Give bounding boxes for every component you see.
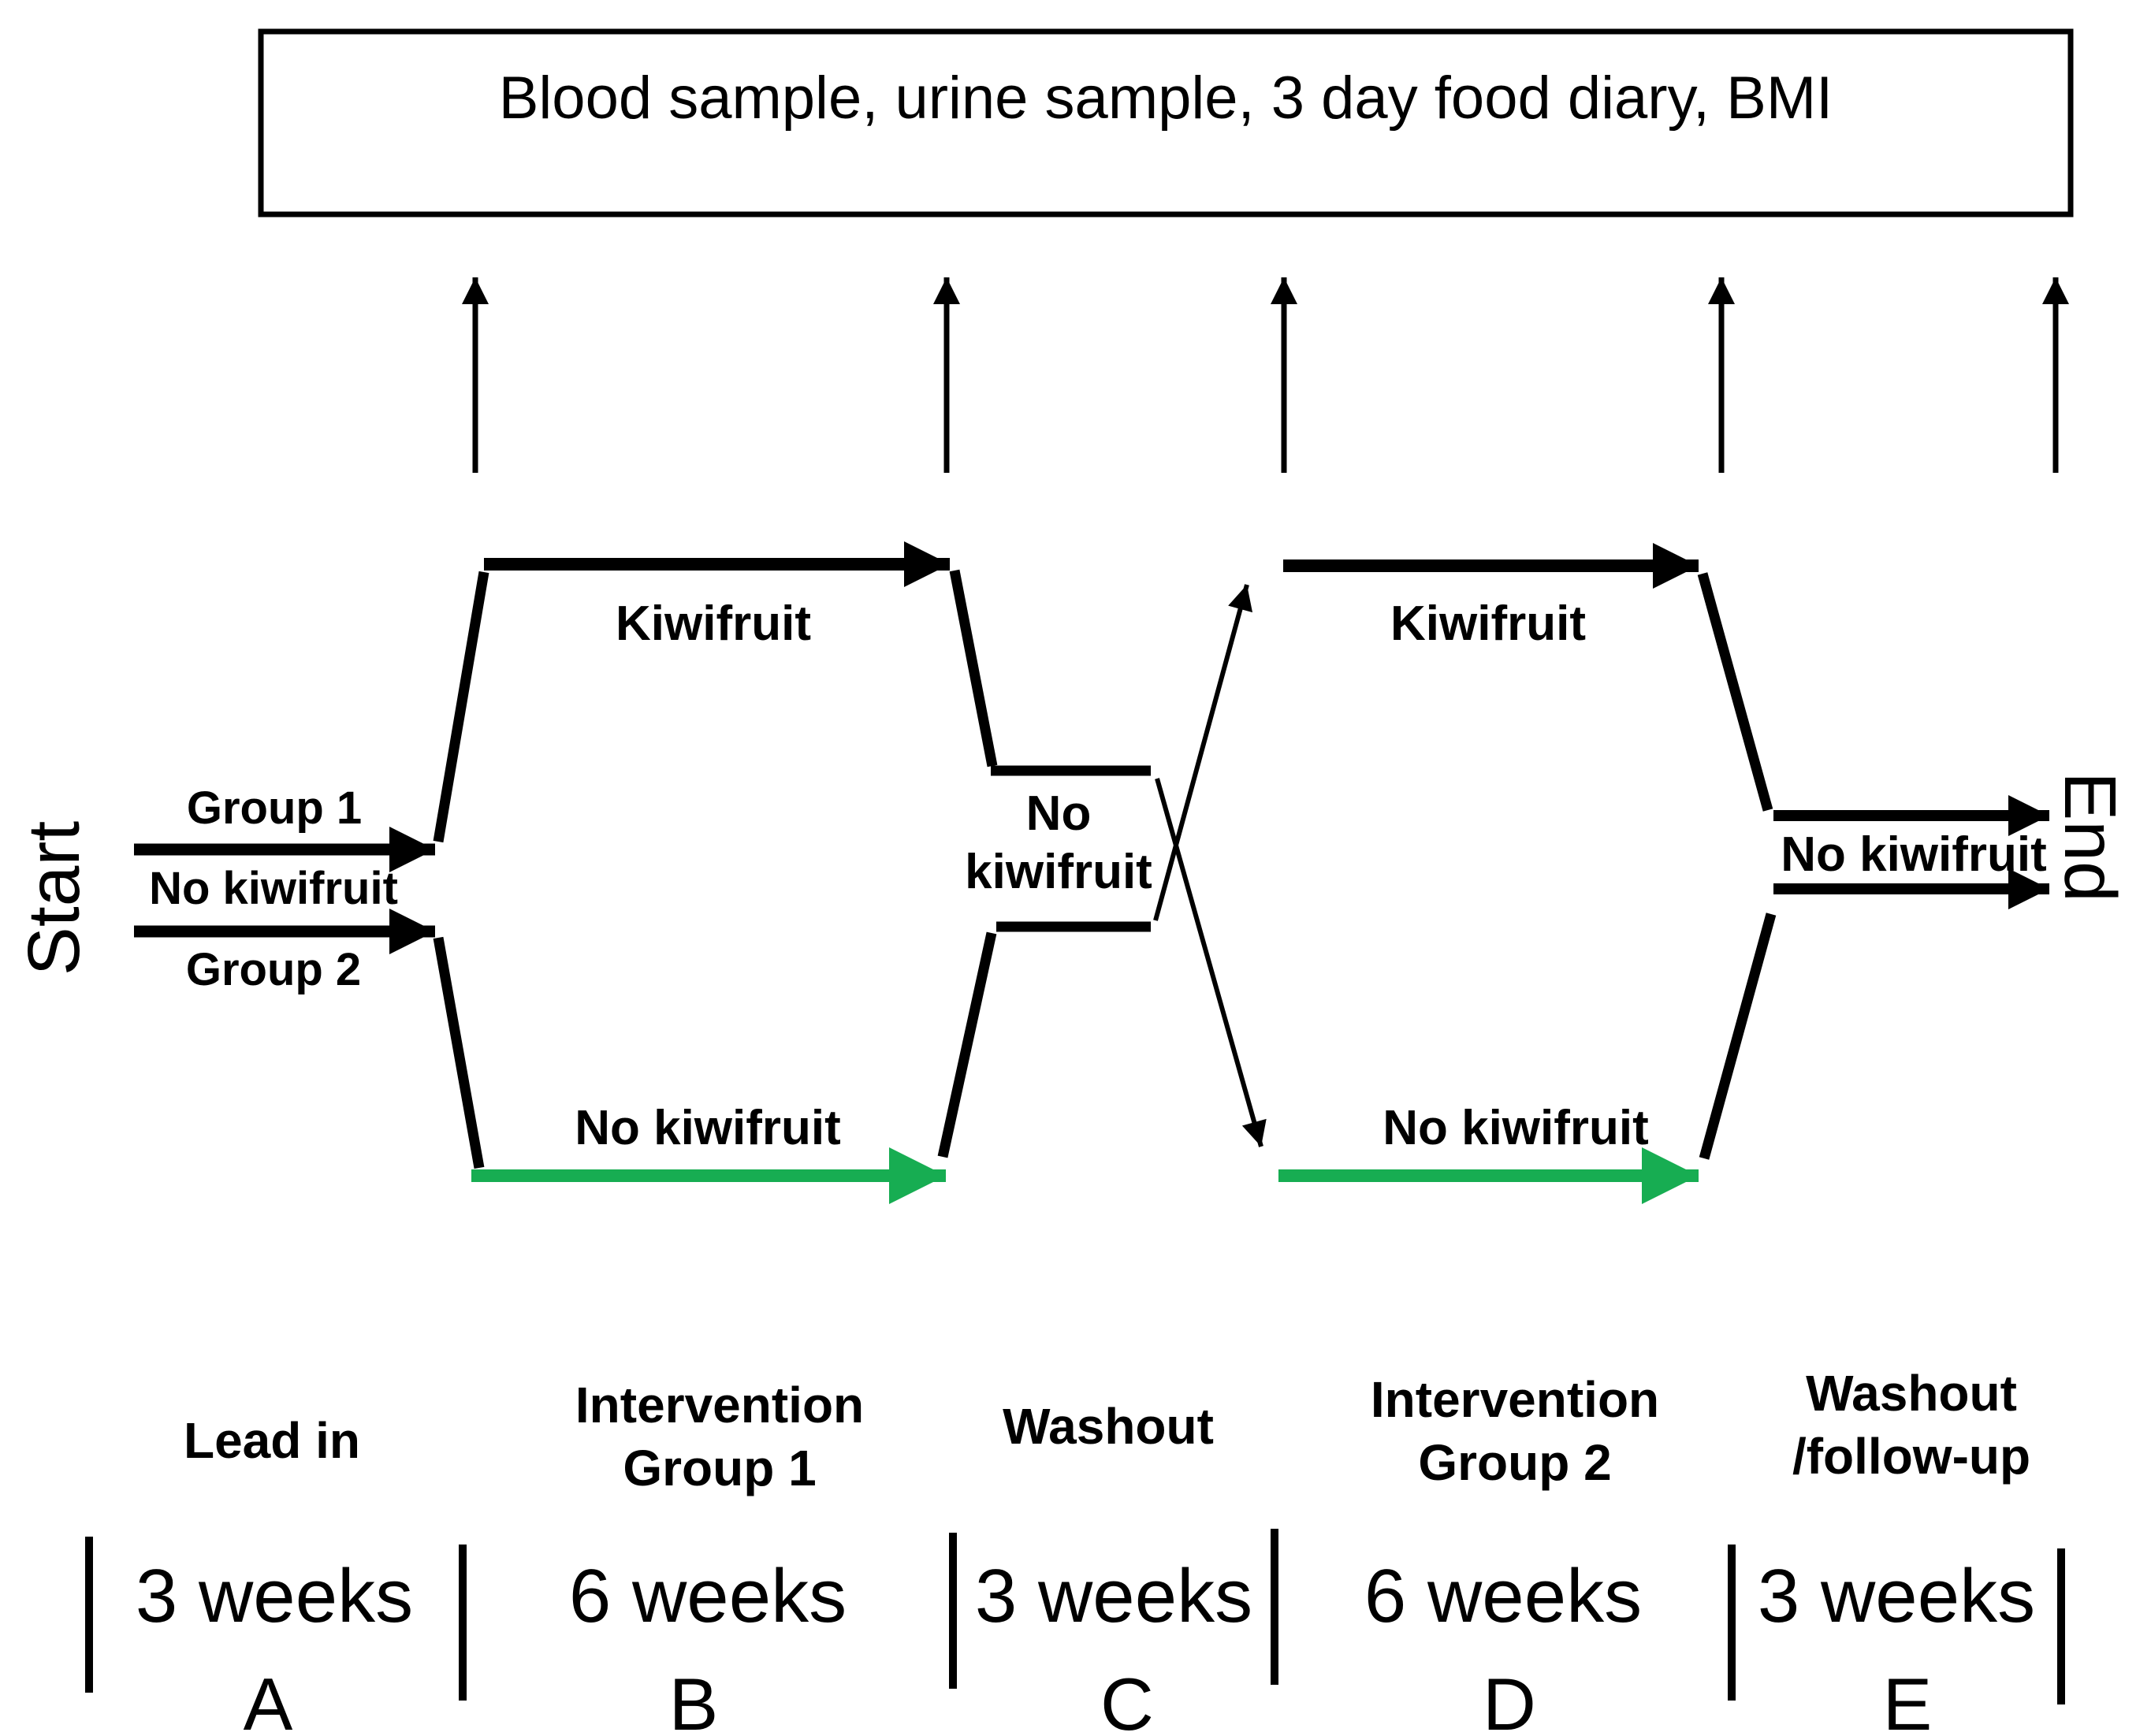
phase-e-name-line2: /follow-up	[1792, 1428, 2030, 1485]
phase-c-name: Washout	[1003, 1398, 1214, 1455]
phase-b-name-line2: Group 1	[623, 1440, 816, 1496]
crossover-group2-to-kiwifruit	[1153, 584, 1253, 921]
phase-e-letter: E	[1883, 1663, 1933, 1736]
phase-e-duration: 3 weeks	[1758, 1554, 2035, 1638]
nokiwifruit1-to-washout-diagonal	[937, 931, 997, 1158]
kiwifruit-label-2: Kiwifruit	[1390, 597, 1586, 651]
washout-label-line2: kiwifruit	[965, 845, 1152, 899]
kiwifruit1-to-washout-diagonal	[949, 569, 998, 768]
group2-label: Group 2	[186, 944, 361, 995]
final-no-kiwifruit-label: No kiwifruit	[1781, 827, 2047, 882]
phase-a-letter: A	[244, 1663, 293, 1736]
phase-d-duration: 6 weeks	[1364, 1554, 1642, 1638]
assessment-box	[258, 28, 2074, 217]
no-kiwifruit-label-1: No kiwifruit	[575, 1101, 841, 1155]
phase-c-duration: 3 weeks	[975, 1554, 1252, 1638]
start-label: Start	[13, 821, 95, 976]
group1-label: Group 1	[187, 783, 362, 834]
phase-b-letter: B	[669, 1663, 719, 1736]
end-label: End	[2049, 771, 2131, 901]
entry-no-kiwifruit-label: No kiwifruit	[149, 863, 398, 914]
phase-d-name-line2: Group 2	[1418, 1434, 1611, 1491]
group2-split-diagonal	[433, 936, 485, 1169]
assessment-box-label: Blood sample, urine sample, 3 day food d…	[499, 65, 1833, 132]
phase-a-duration: 3 weeks	[136, 1554, 413, 1638]
no-kiwifruit-label-2: No kiwifruit	[1383, 1101, 1649, 1155]
crossover-group1-to-nokiwifruit	[1155, 778, 1267, 1147]
kiwifruit2-to-end-diagonal	[1697, 572, 1773, 812]
group1-split-diagonal	[433, 571, 489, 843]
phase-e-name-line1: Washout	[1806, 1365, 2017, 1422]
phase-c-letter: C	[1100, 1663, 1154, 1736]
kiwifruit-label-1: Kiwifruit	[616, 597, 811, 651]
phase-d-name-line1: Intervention	[1371, 1371, 1659, 1428]
phase-b-name-line1: Intervention	[575, 1377, 864, 1433]
phase-b-duration: 6 weeks	[569, 1554, 847, 1638]
phase-d-letter: D	[1483, 1663, 1536, 1736]
phase-a-name: Lead in	[184, 1412, 360, 1469]
nokiwifruit2-to-end-diagonal	[1699, 913, 1777, 1160]
washout-label-line1: No	[1026, 786, 1092, 841]
